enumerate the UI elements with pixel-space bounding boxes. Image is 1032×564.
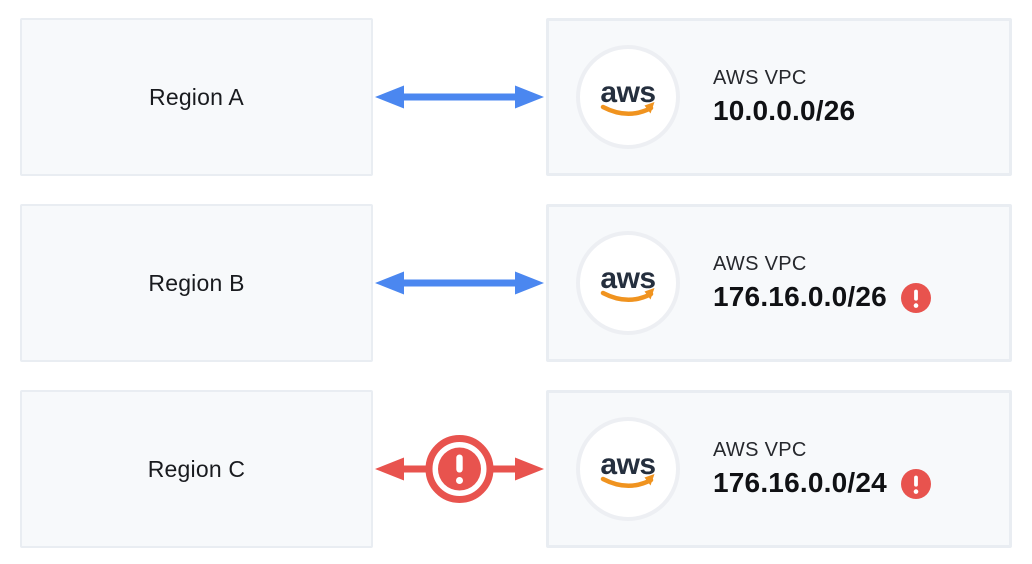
double-arrow-icon: [375, 85, 544, 109]
aws-logo-icon: aws: [576, 231, 680, 335]
vpc-info: AWS VPC 176.16.0.0/24: [713, 439, 931, 499]
vpc-cidr: 176.16.0.0/24: [713, 467, 887, 498]
cidr-warning-icon: [900, 283, 931, 313]
vpc-info: AWS VPC 176.16.0.0/26: [713, 253, 931, 313]
conflict-arrow-warning-icon: [375, 435, 544, 503]
vpc-title: AWS VPC: [713, 67, 807, 89]
peering-connector-c: [373, 390, 546, 548]
region-box-c: Region C: [20, 390, 373, 548]
aws-wordmark: aws: [600, 76, 655, 109]
vpc-title: AWS VPC: [713, 253, 807, 275]
double-arrow-icon: [375, 271, 544, 295]
peering-row-b: Region B aws AWS VPC 176.16.0.0/26: [20, 204, 1012, 362]
vpc-box-a: aws AWS VPC 10.0.0.0/26: [546, 18, 1012, 176]
aws-wordmark: aws: [600, 448, 655, 481]
region-label: Region B: [148, 269, 245, 296]
vpc-box-c: aws AWS VPC 176.16.0.0/24: [546, 390, 1012, 548]
aws-smile-swoosh: [600, 290, 654, 302]
peering-connector-a: [373, 18, 546, 176]
aws-smile-swoosh: [600, 104, 654, 116]
vpc-cidr: 10.0.0.0/26: [713, 95, 856, 126]
aws-logo-icon: aws: [576, 417, 680, 521]
peering-connector-b: [373, 204, 546, 362]
region-label: Region A: [149, 83, 244, 110]
aws-smile-tip: [644, 474, 655, 486]
region-label: Region C: [147, 455, 246, 482]
vpc-title: AWS VPC: [713, 439, 807, 461]
vpc-info: AWS VPC 10.0.0.0/26: [713, 67, 855, 127]
region-box-a: Region A: [20, 18, 373, 176]
vpc-cidr: 176.16.0.0/26: [713, 281, 887, 312]
peering-row-a: Region A aws AWS VPC 10.0.0.0/26: [20, 18, 1012, 176]
aws-smile-tip: [644, 288, 655, 300]
aws-logo-icon: aws: [576, 45, 680, 149]
aws-smile-tip: [644, 102, 655, 114]
cidr-warning-icon: [900, 469, 931, 499]
aws-smile-swoosh: [600, 476, 654, 488]
region-box-b: Region B: [20, 204, 373, 362]
vpc-box-b: aws AWS VPC 176.16.0.0/26: [546, 204, 1012, 362]
aws-wordmark: aws: [600, 262, 655, 295]
peering-row-c: Region C aws AWS VPC: [20, 390, 1012, 548]
